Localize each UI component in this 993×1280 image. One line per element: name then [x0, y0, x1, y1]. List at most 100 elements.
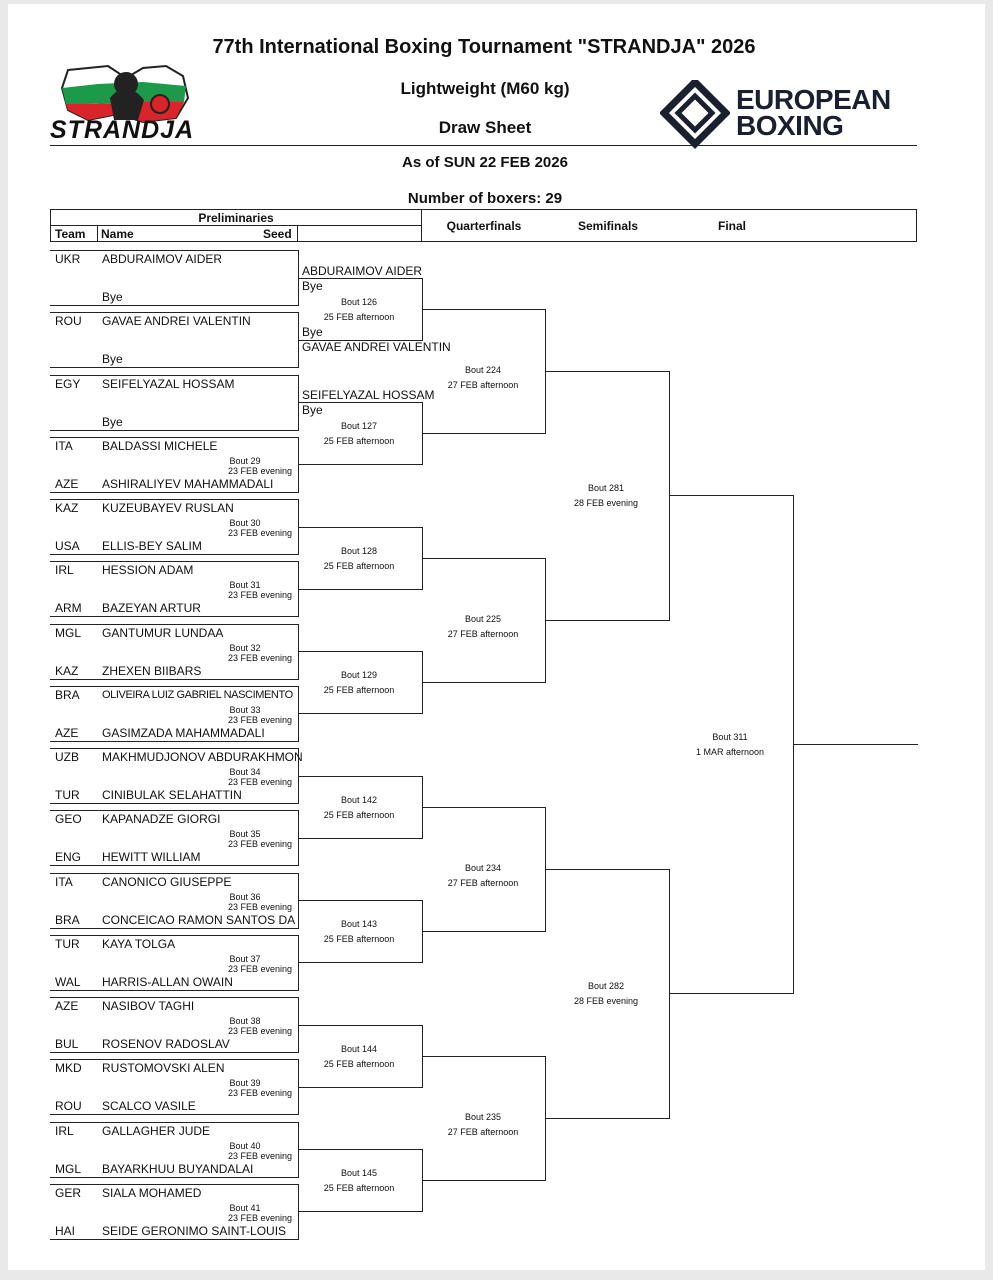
r16-bout-time: 25 FEB afternoon — [323, 560, 395, 571]
prelim-line — [50, 499, 299, 500]
r16-line — [298, 527, 423, 528]
boxer-name: GASIMZADA MAHAMMADALI — [102, 725, 265, 740]
r16-line — [298, 838, 423, 839]
boxer-name: GALLAGHER JUDE — [102, 1123, 211, 1138]
r16-line — [298, 713, 423, 714]
team-code: ROU — [55, 1099, 82, 1114]
team-code: GEO — [55, 812, 82, 827]
final-line — [669, 993, 794, 994]
prelim-line — [50, 1114, 299, 1115]
r16-line — [298, 340, 423, 341]
r16-bout-number: Bout 127 — [340, 421, 378, 431]
quarterfinals-header: Quarterfinals — [446, 219, 522, 233]
column-header: Preliminaries Team Name Seed Quarterfina… — [50, 209, 917, 242]
team-code: GER — [55, 1185, 82, 1200]
weight-class: Lightweight (M60 kg) — [400, 79, 570, 98]
advanced-boxer: ABDURAIMOV AIDER — [302, 263, 423, 278]
european-logo-line1: EUROPEAN — [736, 84, 891, 115]
bye-label: Bye — [102, 414, 123, 429]
r16-bout-time: 25 FEB afternoon — [323, 685, 395, 695]
boxers-count: Number of boxers: 29 — [407, 190, 563, 207]
sf-bout-number: Bout 281 — [587, 483, 625, 494]
r16-line — [298, 402, 423, 403]
boxer-name: SEIDE GERONIMO SAINT-LOUIS — [102, 1223, 287, 1238]
team-code: IRL — [55, 563, 74, 578]
team-code: WAL — [55, 974, 81, 989]
boxer-name: SEIFELYAZAL HOSSAM — [102, 376, 235, 391]
qf-line — [422, 807, 546, 808]
boxer-name: ROSENOV RADOSLAV — [102, 1037, 230, 1051]
prelim-line — [298, 873, 299, 929]
team-code: MGL — [55, 1161, 82, 1176]
prelim-bout-number: Bout 30 — [229, 518, 261, 528]
r16-bout-number: Bout 145 — [340, 1168, 378, 1178]
winner-line — [793, 744, 918, 745]
r16-bout-time: 25 FEB afternoon — [323, 1058, 395, 1069]
qf-bout-time: 27 FEB afternoon — [447, 379, 519, 390]
prelim-line — [298, 437, 299, 493]
team-code: TUR — [55, 936, 80, 951]
as-of-date: As of SUN 22 FEB 2026 — [402, 154, 568, 171]
bye-label: Bye — [302, 403, 323, 417]
r16-line — [298, 900, 423, 901]
team-header: Team — [55, 227, 86, 241]
prelim-bout-number: Bout 33 — [229, 704, 261, 715]
prelim-bout-number: Bout 38 — [229, 1016, 261, 1026]
sf-line — [545, 1118, 670, 1119]
r16-bout-number: Bout 126 — [340, 296, 378, 307]
european-logo-line2: BOXING — [736, 110, 844, 141]
qf-bout-time: 27 FEB afternoon — [447, 628, 519, 639]
r16-bout-time: 25 FEB afternoon — [323, 934, 395, 944]
prelim-line — [50, 437, 299, 438]
qf-line — [422, 1056, 546, 1057]
prelim-bout-number: Bout 31 — [229, 580, 261, 591]
prelim-bout-number: Bout 36 — [229, 891, 261, 902]
bye-label: Bye — [102, 290, 123, 304]
prelim-line — [50, 865, 299, 866]
qf-line — [422, 682, 546, 683]
team-code: EGY — [55, 376, 81, 391]
sf-line — [669, 869, 670, 1119]
boxer-name: BALDASSI MICHELE — [102, 438, 218, 453]
prelim-bout-time: 23 FEB evening — [227, 1026, 293, 1036]
boxer-name: ELLIS-BEY SALIM — [102, 539, 202, 553]
prelim-line — [50, 686, 299, 687]
r16-line — [298, 1211, 423, 1212]
prelim-line — [50, 250, 299, 251]
prelim-line — [298, 935, 299, 991]
final-bout-number: Bout 311 — [712, 732, 748, 743]
prelim-bout-number: Bout 29 — [229, 455, 261, 466]
r16-bout-time: 25 FEB afternoon — [323, 436, 395, 446]
boxer-name: HESSION ADAM — [102, 563, 194, 578]
prelim-line — [298, 1184, 299, 1240]
team-code: BRA — [55, 687, 80, 702]
prelim-line — [50, 375, 299, 376]
prelim-line — [50, 748, 299, 749]
r16-bout-time: 25 FEB afternoon — [323, 809, 395, 820]
sf-line — [669, 371, 670, 621]
boxer-name: SCALCO VASILE — [102, 1099, 196, 1114]
team-code: IRL — [55, 1123, 74, 1138]
final-bout-time: 1 MAR afternoon — [695, 747, 765, 758]
boxer-name: OLIVEIRA LUIZ GABRIEL NASCIMENTO — [102, 688, 293, 701]
r16-bout-time: 25 FEB afternoon — [323, 311, 395, 322]
team-code: HAI — [55, 1223, 76, 1238]
prelim-line — [50, 810, 299, 811]
prelim-line — [50, 928, 299, 929]
qf-line — [422, 433, 546, 434]
r16-bout-number: Bout 144 — [340, 1043, 378, 1054]
team-code: ITA — [55, 874, 73, 889]
boxer-name: ASHIRALIYEV MAHAMMADALI — [102, 476, 274, 491]
prelim-bout-time: 23 FEB evening — [227, 963, 293, 974]
qf-bout-time: 27 FEB afternoon — [447, 877, 519, 888]
team-code: AZE — [55, 999, 79, 1013]
strandja-logo: STRANDJA — [48, 58, 198, 148]
boxer-name: KUZEUBAYEV RUSLAN — [102, 501, 234, 515]
boxer-name: HEWITT WILLIAM — [102, 850, 201, 865]
boxer-name: RUSTOMOVSKI ALEN — [102, 1061, 225, 1076]
tournament-title: 77th International Boxing Tournament "ST… — [212, 36, 756, 58]
team-code: UKR — [55, 252, 81, 266]
boxer-name: ABDURAIMOV AIDER — [102, 252, 223, 266]
r16-bout-number: Bout 128 — [340, 545, 378, 556]
prelim-line — [50, 1239, 299, 1240]
